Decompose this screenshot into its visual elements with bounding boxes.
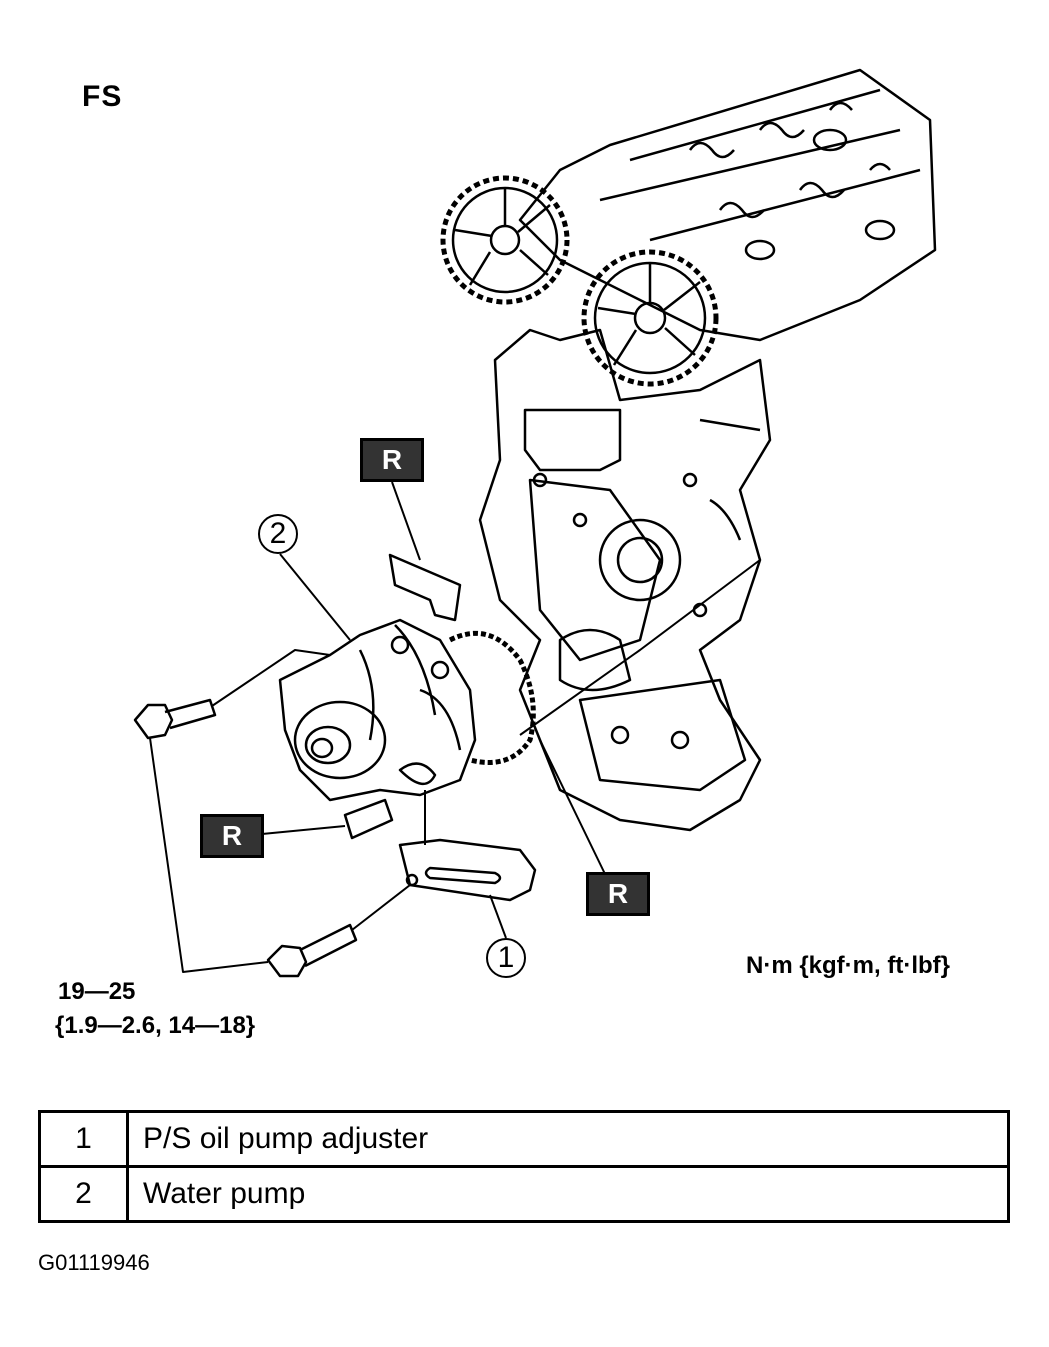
part-name: P/S oil pump adjuster [126,1110,1010,1168]
exhaust-cam-sprocket [581,249,719,387]
replace-marker: R [360,438,424,482]
part-number: 2 [38,1165,129,1223]
callout-2: 2 [258,514,298,554]
torque-value-alt-units: {1.9—2.6, 14—18} [55,1012,256,1039]
part-name: Water pump [126,1165,1010,1223]
engine-code-label: FS [82,80,123,113]
callout-1: 1 [486,938,526,978]
parts-legend-table: 1 P/S oil pump adjuster 2 Water pump [38,1110,1010,1223]
table-row: 2 Water pump [38,1165,1010,1223]
water-pump [278,618,477,802]
exploded-view-illustration [133,68,937,978]
gasket-upper [388,553,462,622]
figure-code: G01119946 [38,1250,150,1275]
torque-units-label: N·m {kgf·m, ft·lbf} [746,952,950,979]
replace-marker: R [586,872,650,916]
engine-block [478,328,772,832]
ps-oil-pump-adjuster [398,838,537,902]
torque-leader [149,737,269,973]
cylinder-head [518,68,937,342]
replace-marker: R [200,814,264,858]
water-pump-gasket [448,630,536,765]
intake-cam-sprocket [440,175,570,305]
upper-bolt [133,698,217,740]
gasket-lower [343,798,394,840]
table-row: 1 P/S oil pump adjuster [38,1110,1010,1168]
lower-bolt [266,923,358,978]
torque-value: 19—25 [58,978,136,1005]
part-number: 1 [38,1110,129,1168]
